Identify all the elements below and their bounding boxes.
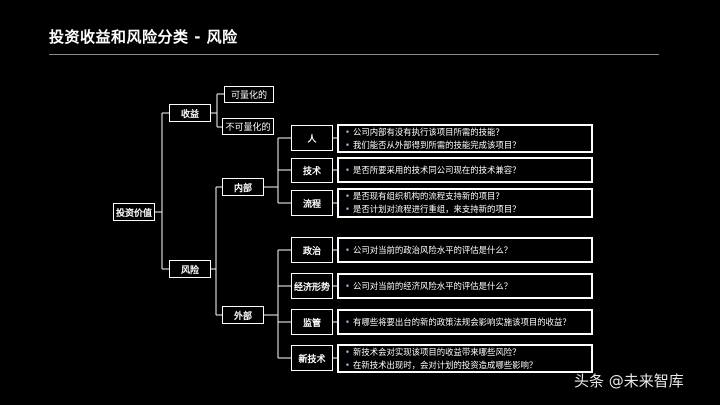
desc-technology: •是否所要采用的技术同公司现在的技术兼容？ <box>337 157 593 183</box>
internal-item-people: 人 <box>291 125 333 151</box>
watermark: 头条 @未来智库 <box>574 372 684 390</box>
desc-line: •是否现有组织机构的流程支持新的项目？ <box>345 191 504 201</box>
desc-new-technology: •新技术会对实现该项目的收益带来哪些风险？ •在新技术出现时，会对计划的投资造成… <box>337 344 593 373</box>
non-quantifiable-node: 不可量化的 <box>222 118 274 135</box>
desc-line: •有哪些将要出台的新的政策法规会影响实施该项目的收益？ <box>345 316 571 327</box>
external-item-regulation: 监管 <box>291 309 333 335</box>
desc-economy: •公司对当前的经济风险水平的评估是什么？ <box>337 273 593 299</box>
external-item-politics: 政治 <box>291 237 333 263</box>
desc-line: •是否计划对流程进行重组，来支持新的项目？ <box>345 204 521 214</box>
root-node: 投资价值 <box>113 203 155 221</box>
desc-regulation: •有哪些将要出台的新的政策法规会影响实施该项目的收益？ <box>337 309 593 335</box>
desc-line: •在新技术出现时，会对计划的投资造成哪些影响？ <box>345 359 538 370</box>
desc-people: •公司内部有没有执行该项目所需的技能？ •我们能否从外部得到所需的技能完成该项目… <box>337 124 593 153</box>
desc-line: •我们能否从外部得到所需的技能完成该项目？ <box>345 139 521 150</box>
desc-politics: •公司对当前的政治风险水平的评估是什么？ <box>337 237 593 263</box>
external-item-economy: 经济形势 <box>291 273 333 299</box>
income-node: 收益 <box>169 104 211 122</box>
bullet-icon: • <box>345 280 350 291</box>
external-item-new-technology: 新技术 <box>291 345 333 371</box>
bullet-icon: • <box>345 346 350 357</box>
bullet-icon: • <box>345 204 350 214</box>
title-divider <box>49 54 659 55</box>
bullet-icon: • <box>345 359 350 370</box>
desc-line: •新技术会对实现该项目的收益带来哪些风险？ <box>345 346 521 357</box>
desc-line: •公司对当前的经济风险水平的评估是什么？ <box>345 280 513 291</box>
bullet-icon: • <box>345 244 350 255</box>
bullet-icon: • <box>345 164 350 175</box>
risk-node: 风险 <box>169 260 211 278</box>
desc-line: •公司对当前的政治风险水平的评估是什么？ <box>345 244 513 255</box>
internal-item-technology: 技术 <box>291 158 333 183</box>
external-node: 外部 <box>222 306 264 324</box>
bullet-icon: • <box>345 126 350 137</box>
page-title: 投资收益和风险分类 - 风险 <box>49 28 238 46</box>
bullet-icon: • <box>345 139 350 150</box>
bullet-icon: • <box>345 191 350 201</box>
internal-node: 内部 <box>222 178 264 196</box>
desc-process: •是否现有组织机构的流程支持新的项目？ •是否计划对流程进行重组，来支持新的项目… <box>337 188 593 218</box>
desc-line: •公司内部有没有执行该项目所需的技能？ <box>345 126 504 137</box>
bullet-icon: • <box>345 316 350 327</box>
quantifiable-node: 可量化的 <box>224 86 274 103</box>
internal-item-process: 流程 <box>291 190 333 216</box>
desc-line: •是否所要采用的技术同公司现在的技术兼容？ <box>345 164 521 175</box>
